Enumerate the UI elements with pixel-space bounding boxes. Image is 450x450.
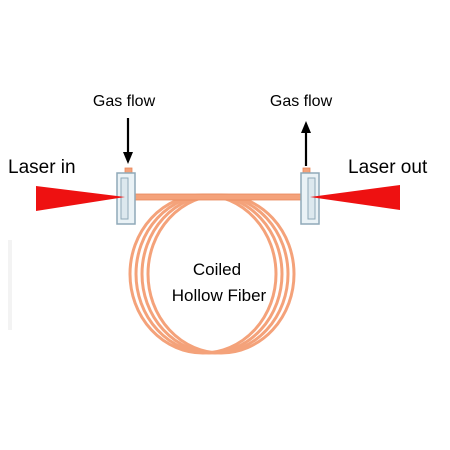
laser-in-beam — [36, 186, 125, 211]
fiber-straight-section — [131, 193, 305, 201]
arrow-up-icon — [301, 121, 311, 166]
laser-in-label: Laser in — [8, 157, 76, 178]
gas-flow-out-label: Gas flow — [270, 93, 333, 110]
left-edge-stripe — [8, 240, 12, 330]
laser-out-label: Laser out — [348, 157, 428, 178]
fiber-label-line2: Hollow Fiber — [172, 286, 267, 305]
input-window — [116, 172, 136, 225]
fiber-label-line1: Coiled — [193, 260, 241, 279]
output-window — [300, 172, 320, 225]
laser-out-beam — [310, 185, 400, 210]
gas-flow-in-label: Gas flow — [93, 93, 156, 110]
arrow-down-icon — [123, 118, 133, 164]
